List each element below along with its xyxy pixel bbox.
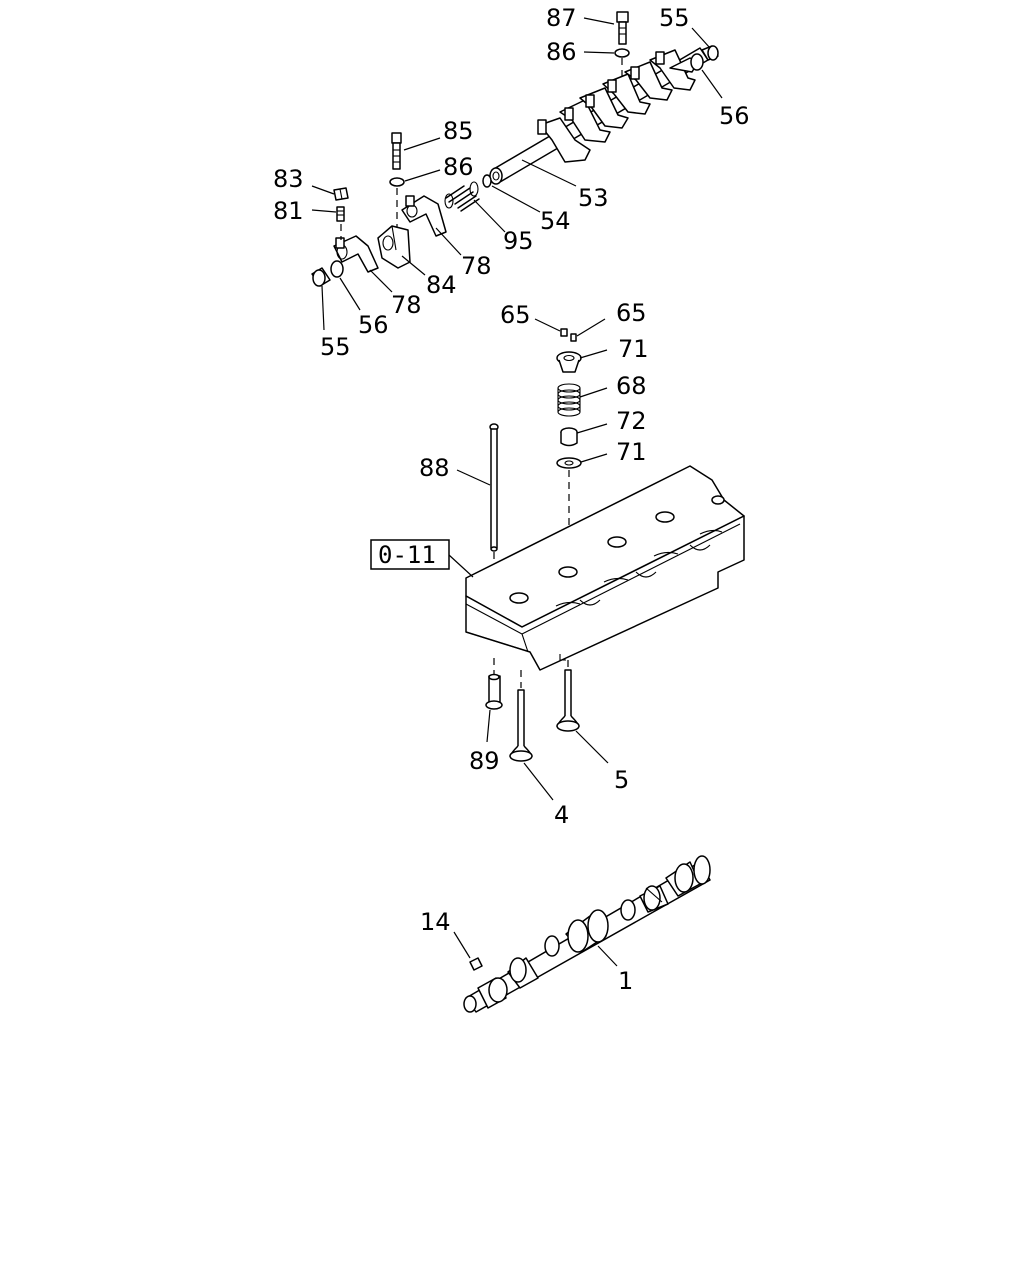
part-85-stud	[391, 132, 402, 170]
leader-lines	[311, 17, 723, 967]
callout-89: 89	[469, 747, 500, 775]
callout-85: 85	[443, 117, 474, 145]
callout-83: 83	[273, 165, 304, 193]
callout-68: 68	[616, 372, 647, 400]
part-68-spring	[557, 383, 581, 417]
callout-55: 55	[659, 4, 690, 32]
part-81-screw	[336, 206, 345, 240]
rocker-shaft-assembly	[311, 11, 719, 287]
callout-1: 1	[618, 967, 633, 995]
callout-78: 78	[461, 252, 492, 280]
callout-5: 5	[614, 766, 629, 794]
callout-72: 72	[616, 407, 647, 435]
callout-86: 86	[546, 38, 577, 66]
part-4-valve	[509, 689, 533, 762]
part-83-nut	[333, 187, 349, 201]
part-87-bolt	[616, 11, 629, 45]
part-14-key	[469, 957, 483, 971]
part-86-washer	[614, 48, 630, 58]
callout-86-lower: 86	[443, 153, 474, 181]
callout-54: 54	[540, 207, 571, 235]
callout-53: 53	[578, 184, 609, 212]
callout-78-lower: 78	[391, 291, 422, 319]
callout-71-lower: 71	[616, 438, 647, 466]
cylinder-head	[465, 465, 745, 671]
callout-56-lower: 56	[358, 311, 389, 339]
part-65-keeper	[560, 328, 568, 337]
callout-4: 4	[554, 801, 569, 829]
callout-84: 84	[426, 271, 457, 299]
callout-14: 14	[420, 908, 451, 936]
part-89-guide	[485, 673, 503, 710]
callout-65: 65	[500, 301, 531, 329]
part-84-bracket	[377, 225, 411, 269]
part-72-seal	[560, 427, 578, 447]
callout-95: 95	[503, 227, 534, 255]
part-71-retainer	[556, 351, 582, 373]
part-55-cap	[701, 45, 719, 61]
part-56-ring	[690, 53, 704, 71]
part-78-rocker-arm-lower	[333, 235, 379, 273]
part-95-spring	[444, 181, 480, 212]
valves	[485, 658, 580, 762]
callout-labels: 87 86 55 56 85 86 83 81 53 54 95 78 84 7…	[273, 4, 750, 995]
part-71-washer	[556, 457, 582, 469]
part-88-push-rod	[489, 423, 499, 552]
part-55-cap-lower	[311, 267, 331, 287]
callout-87: 87	[546, 4, 577, 32]
part-5-valve	[556, 669, 580, 732]
callout-55-lower: 55	[320, 333, 351, 361]
callout-71: 71	[618, 335, 649, 363]
part-65-keeper-2	[570, 333, 577, 342]
reference-box-label: 0-11	[378, 541, 436, 569]
callout-88: 88	[419, 454, 450, 482]
part-56-ring-lower	[330, 260, 344, 278]
part-54-washer	[482, 174, 492, 188]
part-1-camshaft	[463, 855, 711, 1013]
callout-65-right: 65	[616, 299, 647, 327]
callout-56: 56	[719, 102, 750, 130]
callout-81: 81	[273, 197, 304, 225]
part-86-washer-lower	[389, 177, 405, 187]
reference-box: 0-11	[370, 539, 474, 578]
